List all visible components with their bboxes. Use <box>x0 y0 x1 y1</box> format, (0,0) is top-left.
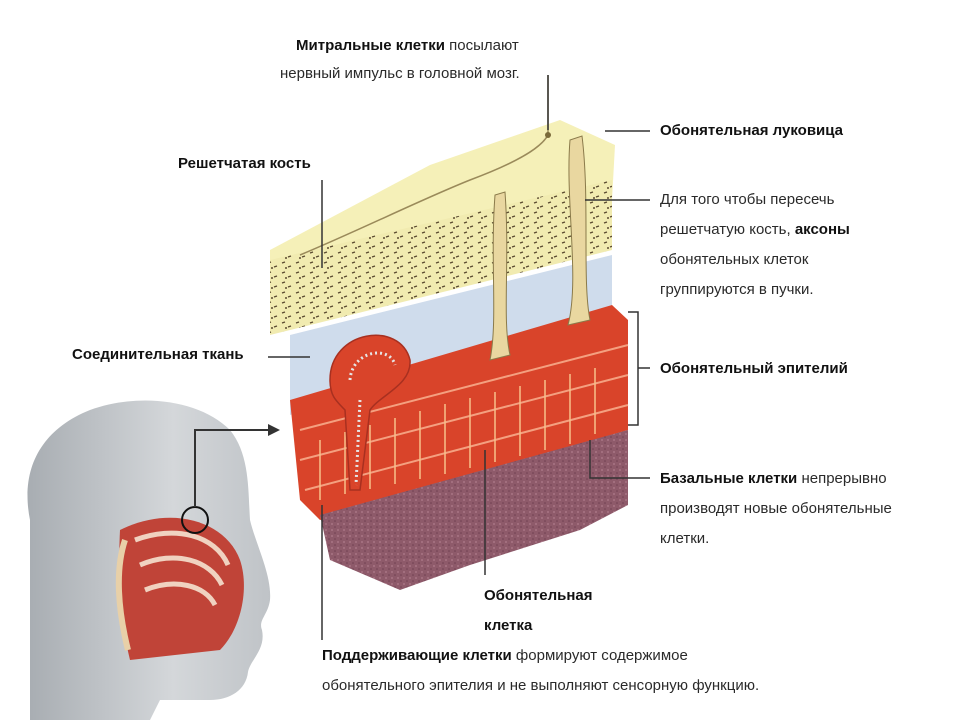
head-illustration <box>27 400 271 720</box>
connective-tissue-label: Соединительная ткань <box>72 341 244 369</box>
supporting-cells-label: Поддерживающие клетки формируют содержим… <box>322 642 688 670</box>
mitral-cells-title: Митральные клетки <box>296 37 445 54</box>
olfactory-cell-label: Обонятельная <box>484 582 593 610</box>
axons-label-line3: обонятельных клеток <box>660 251 809 268</box>
zoom-pointer <box>194 424 280 507</box>
axons-label-line1: Для того чтобы пересечь <box>660 191 835 208</box>
olfactory-epithelium-title: Обонятельный эпителий <box>660 360 848 377</box>
olfactory-cell-label-line2: клетка <box>484 612 532 640</box>
basal-cells-text: непрерывно <box>797 470 887 487</box>
tissue-block <box>270 75 629 590</box>
basal-cells-label: Базальные клетки непрерывно <box>660 465 887 493</box>
axons-text: решетчатую кость, <box>660 221 795 238</box>
supporting-cells-title: Поддерживающие клетки <box>322 647 512 664</box>
olfactory-cell-title-line1: Обонятельная <box>484 587 593 604</box>
axons-label-line2: решетчатую кость, аксоны <box>660 216 850 244</box>
olfactory-epithelium-label: Обонятельный эпителий <box>660 355 848 383</box>
olfactory-bulb-title: Обонятельная луковица <box>660 122 844 139</box>
connective-tissue-title: Соединительная ткань <box>72 346 244 363</box>
supporting-cells-line2: обонятельного эпителия и не выполняют се… <box>322 677 760 694</box>
axons-label-line4: группируются в пучки. <box>660 281 814 298</box>
mitral-cells-label: Митральные клетки посылают <box>296 32 519 60</box>
ethmoid-bone-label: Решетчатая кость <box>178 150 311 178</box>
basal-cells-line2: производят новые обонятельные <box>660 500 892 517</box>
olfactory-cell-title-line2: клетка <box>484 617 533 634</box>
axons-title: аксоны <box>794 221 850 238</box>
supporting-cells-text: формируют содержимое <box>511 647 688 664</box>
basal-cells-title: Базальные клетки <box>660 470 798 487</box>
leader-lines <box>268 75 650 640</box>
basal-cells-line3: клетки. <box>660 530 710 547</box>
olfactory-bulb-label: Обонятельная луковица <box>660 117 843 145</box>
ethmoid-bone-title: Решетчатая кость <box>178 155 311 172</box>
mitral-cells-line2: нервный импульс в головной мозг. <box>280 65 520 82</box>
mitral-cells-text: посылают <box>444 37 519 54</box>
